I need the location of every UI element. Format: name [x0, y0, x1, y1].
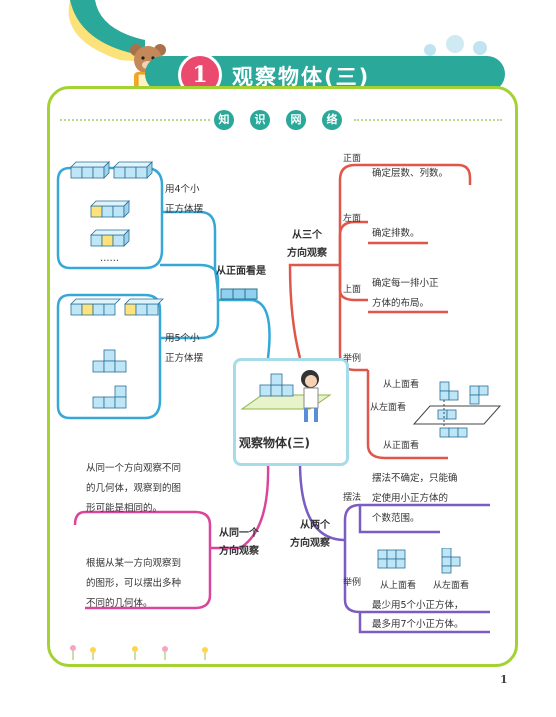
- front-view-squares: [220, 288, 258, 300]
- two-directions-label-line2: 方向观察: [290, 538, 330, 549]
- two-dir-result-line2: 最多用7个小正方体。: [372, 619, 464, 630]
- flower-decoration: [70, 645, 208, 660]
- same-direction-text1-line2: 的几何体，观察到的图: [86, 483, 182, 494]
- center-illustration: [240, 370, 332, 422]
- cube-stack-5d: [92, 385, 127, 409]
- top-label: 上面: [343, 285, 362, 295]
- placement-label: 摆法: [343, 493, 362, 503]
- three-view-diagram: [412, 381, 502, 438]
- cube-stack-4d: [90, 229, 130, 247]
- cube-stack-4c: [90, 200, 130, 218]
- group4-text-line1: 用4个小: [165, 184, 200, 195]
- cube-stack-5a: [70, 298, 121, 316]
- top-text-line1: 确定每一排小正: [372, 278, 439, 289]
- left-text: 确定排数。: [372, 228, 420, 239]
- two-directions-label-line1: 从两个: [300, 520, 330, 531]
- placement-text-line2: 定使用小正方体的: [372, 493, 449, 504]
- section-heading-char-4: 络: [322, 110, 342, 130]
- group5-text-line1: 用5个小: [165, 333, 200, 344]
- from-front-label: 从正面看: [383, 441, 420, 451]
- two-dir-example-label: 举例: [343, 578, 362, 588]
- group4-text-line2: 正方体摆: [165, 204, 204, 215]
- dotted-divider-left: [60, 119, 210, 121]
- from-left-label: 从左面看: [370, 403, 407, 413]
- same-direction-text2-line1: 根据从某一方向观察到: [86, 558, 182, 569]
- two-dir-from-left: 从左面看: [433, 581, 470, 591]
- same-direction-text2-line2: 的图形，可以摆出多种: [86, 578, 182, 589]
- same-direction-label-line1: 从同一个: [219, 528, 259, 539]
- cube-stack-5c: [92, 349, 127, 373]
- same-direction-text1-line1: 从同一个方向观察不同: [86, 463, 182, 474]
- center-label: 观察物体(三): [239, 436, 310, 450]
- group4-ellipsis: ……: [100, 253, 119, 264]
- section-heading-char-3: 网: [286, 110, 306, 130]
- page-number: 1: [500, 673, 508, 686]
- decorative-swirl: [68, 0, 487, 62]
- three-directions-label-line1: 从三个: [292, 230, 322, 241]
- placement-text-line1: 摆法不确定，只能确: [372, 473, 458, 484]
- cube-stack-4b: [113, 161, 153, 179]
- center-node: [233, 358, 349, 466]
- cube-stack-5b: [124, 298, 164, 316]
- same-direction-label-line2: 方向观察: [219, 546, 259, 557]
- three-directions-label-line2: 方向观察: [287, 248, 327, 259]
- placement-text-line3: 个数范围。: [372, 513, 420, 524]
- front-label: 正面: [343, 154, 362, 164]
- dotted-divider-right: [354, 119, 502, 121]
- left-label: 左面: [343, 214, 362, 224]
- two-dir-result-line1: 最少用5个小正方体，: [372, 600, 464, 611]
- from-top-label: 从上面看: [383, 380, 420, 390]
- same-direction-text2-line3: 不同的几何体。: [86, 598, 153, 609]
- front-view-label: 从正面看是: [216, 266, 266, 277]
- section-heading-char-2: 识: [250, 110, 270, 130]
- group5-text-line2: 正方体摆: [165, 353, 204, 364]
- two-dir-from-top: 从上面看: [380, 581, 417, 591]
- page-title: 观察物体(三): [232, 65, 371, 89]
- two-view-diagram: [377, 548, 461, 574]
- section-heading-char-1: 知: [214, 110, 234, 130]
- same-direction-text1-line3: 形可能是相同的。: [86, 503, 163, 514]
- example-label: 举例: [343, 354, 362, 364]
- cube-stack-4a: [70, 161, 110, 179]
- front-text: 确定层数、列数。: [372, 168, 449, 179]
- top-text-line2: 方体的布局。: [372, 298, 430, 309]
